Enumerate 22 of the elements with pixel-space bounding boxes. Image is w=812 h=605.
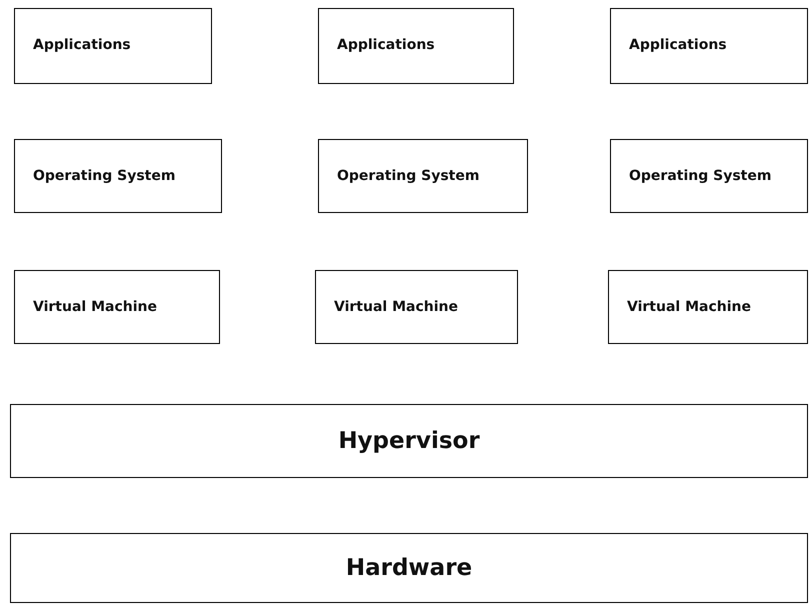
- box-label: Operating System: [337, 168, 480, 184]
- box-label: Operating System: [33, 168, 176, 184]
- box-label: Virtual Machine: [334, 299, 458, 315]
- component-box: [318, 8, 514, 84]
- box-label: Applications: [33, 37, 131, 53]
- box-label: Operating System: [629, 168, 772, 184]
- box-label: Hypervisor: [338, 428, 480, 454]
- component-box: [318, 139, 528, 213]
- box-label: Applications: [337, 37, 435, 53]
- component-box: [608, 270, 808, 344]
- component-box: [315, 270, 518, 344]
- box-label: Hardware: [346, 555, 472, 581]
- component-box: [14, 139, 222, 213]
- box-label: Applications: [629, 37, 727, 53]
- layer-box: [10, 404, 808, 478]
- component-box: [14, 270, 220, 344]
- box-label: Virtual Machine: [627, 299, 751, 315]
- component-box: [610, 8, 808, 84]
- component-box: [610, 139, 808, 213]
- box-label: Virtual Machine: [33, 299, 157, 315]
- component-box: [14, 8, 212, 84]
- layer-box: [10, 533, 808, 603]
